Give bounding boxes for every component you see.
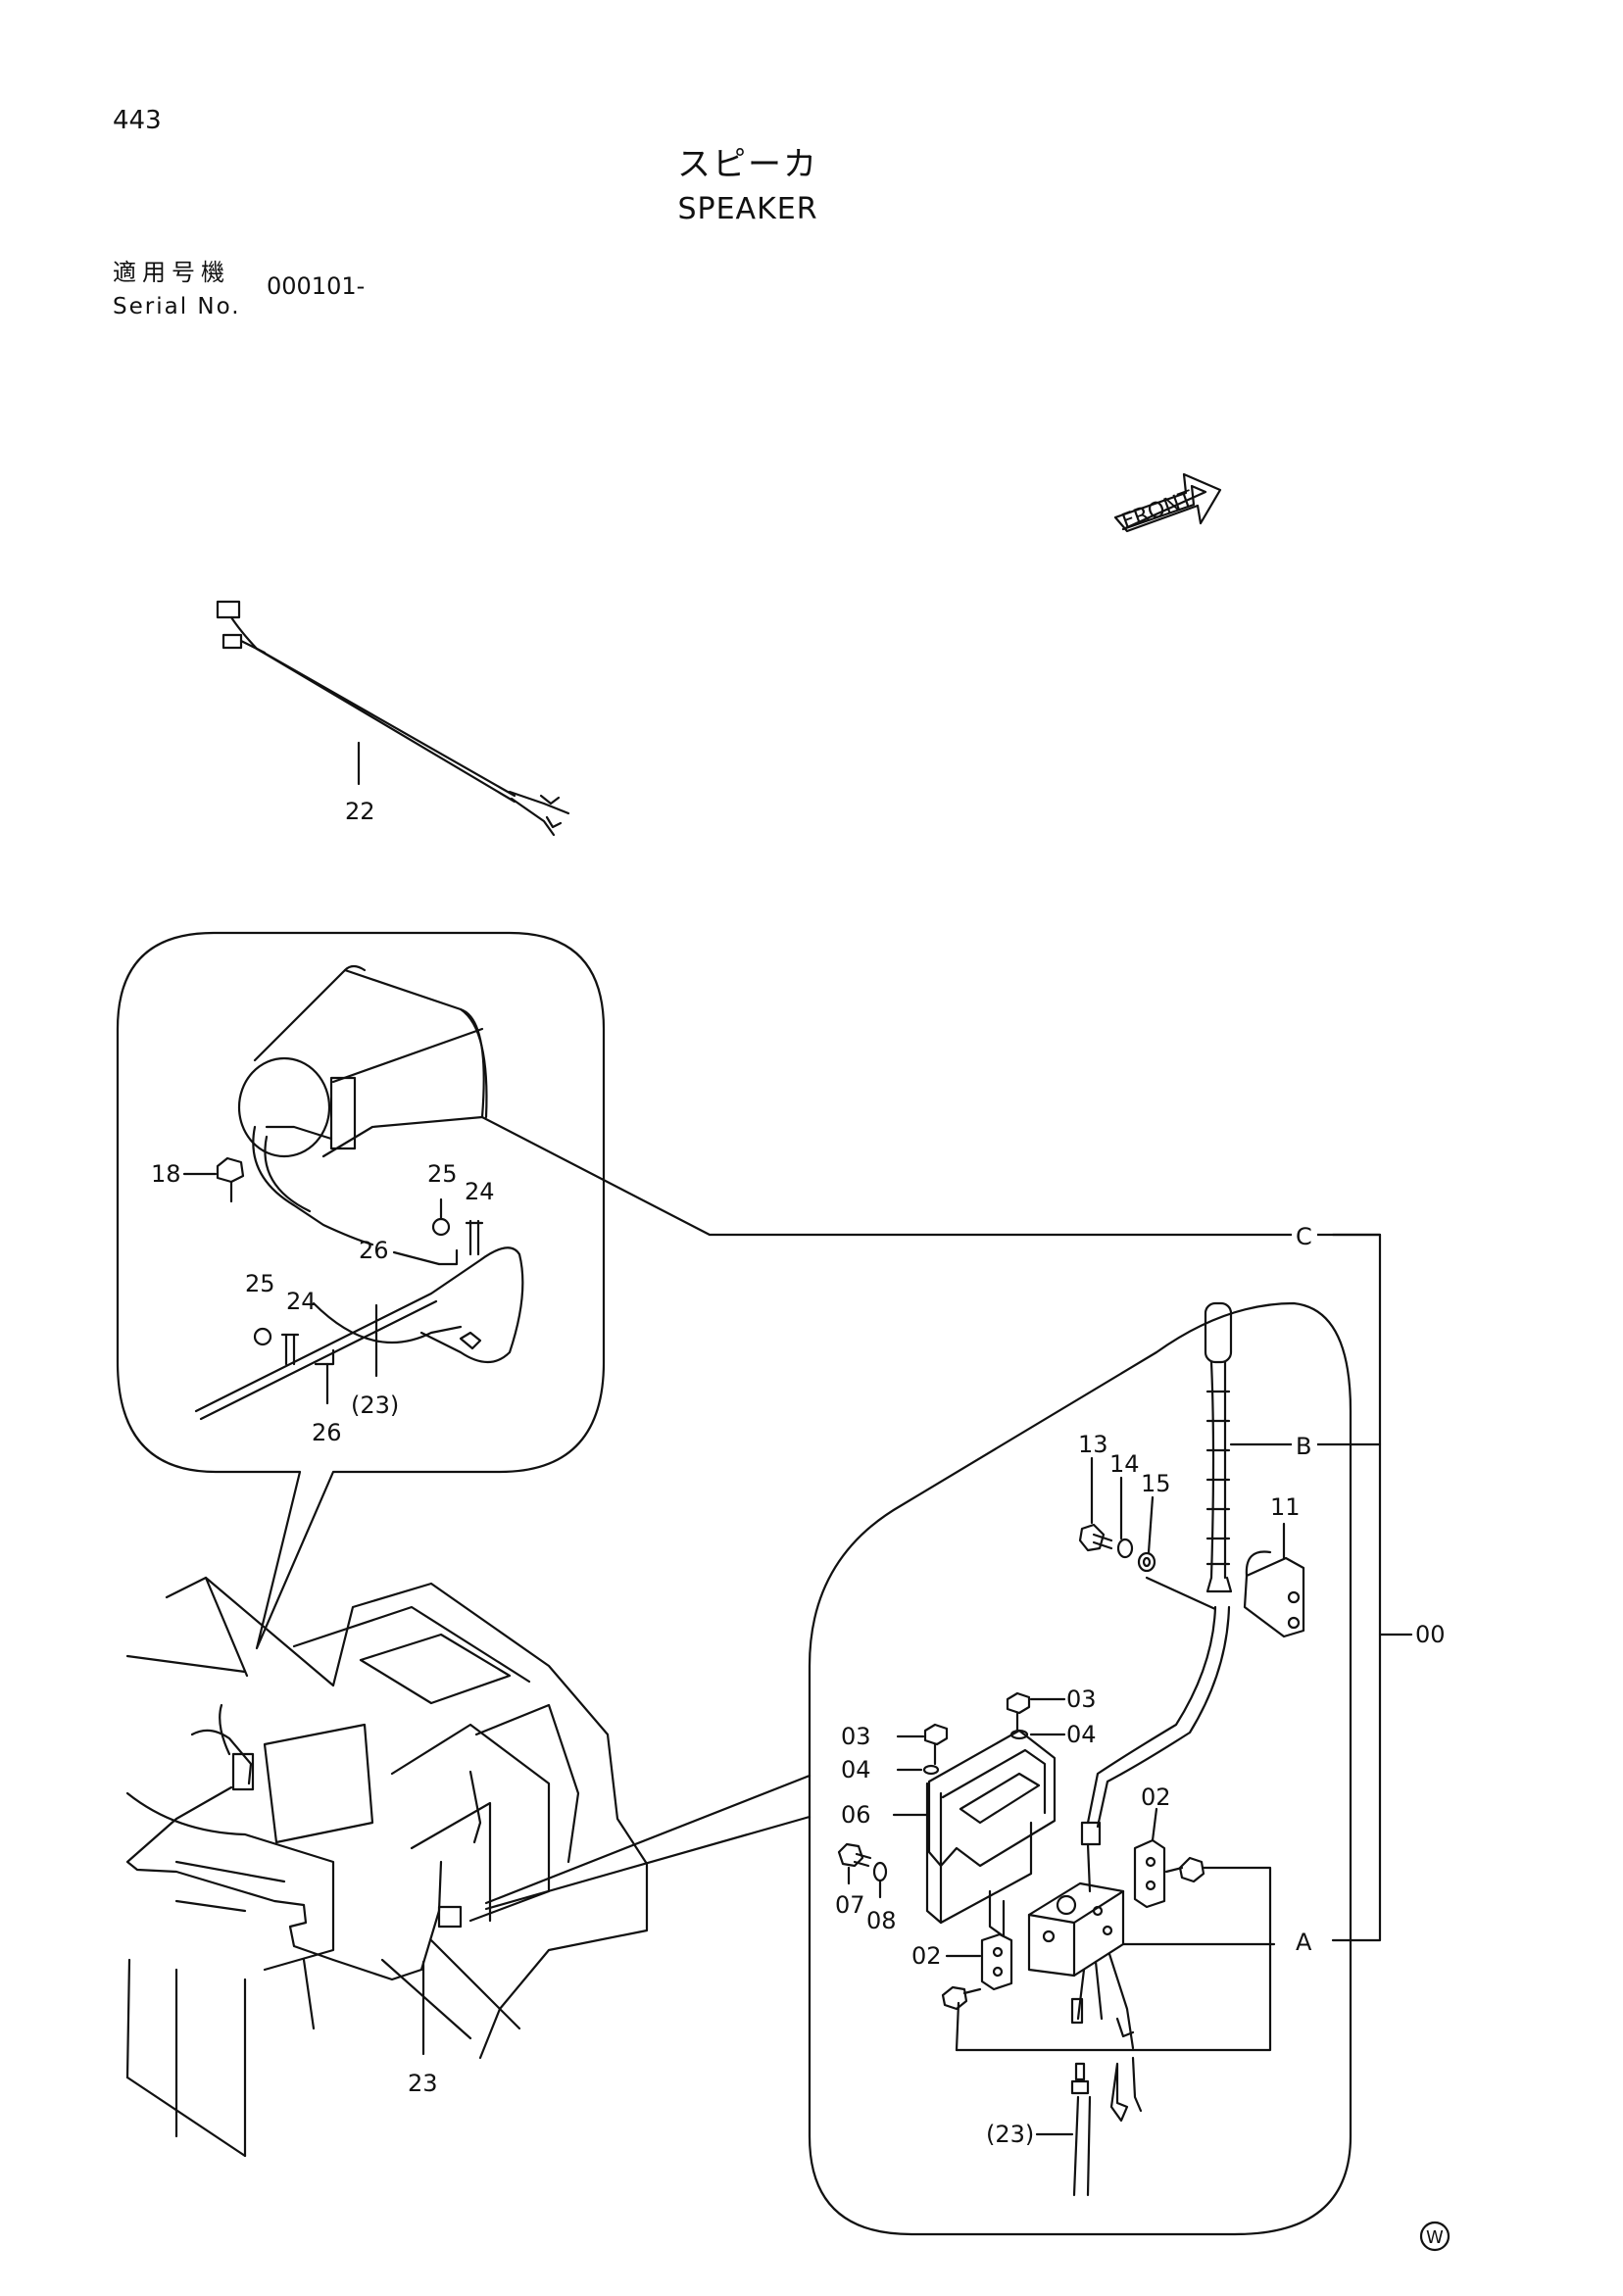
part-label-24: 24 [465, 1178, 495, 1205]
mounting-frame-06 [892, 1729, 1057, 1938]
cable-clamps-detail [194, 1197, 524, 1421]
part-label-13: 13 [1078, 1431, 1108, 1458]
part-label-11: 11 [1270, 1493, 1301, 1521]
part-label-C: C [1296, 1223, 1312, 1250]
harness-connector-23 [1035, 2056, 1143, 2197]
part-label-07: 07 [835, 1891, 865, 1919]
amplifier-box [1027, 1842, 1276, 2050]
part-label-25: 25 [427, 1160, 458, 1188]
serial-label: Serial No. [113, 294, 241, 319]
bolt-07 [837, 1842, 888, 1899]
serial-value: 000101- [267, 272, 366, 300]
part-label-26: 26 [312, 1419, 342, 1446]
wire-harness [216, 600, 570, 837]
page-number: 443 [113, 106, 162, 135]
front-arrow-icon: FRONT [1113, 472, 1222, 535]
part-label-04: 04 [1066, 1721, 1097, 1748]
part-label-03: 03 [1066, 1685, 1097, 1713]
assembly-bracket-00 [1331, 1233, 1413, 1942]
part-label-25: 25 [245, 1270, 275, 1297]
speaker-horn [237, 964, 1382, 1246]
part-label-04: 04 [841, 1756, 871, 1783]
watermark-circle-icon: W [1419, 2221, 1451, 2252]
part-label-03: 03 [841, 1723, 871, 1750]
title-japanese: スピーカ [677, 145, 818, 184]
part-label-23-ref: (23) [986, 2121, 1034, 2148]
part-label-02: 02 [1141, 1783, 1171, 1811]
front-marker-label: FRONT [1119, 486, 1198, 534]
watermark-letter: W [1426, 2227, 1444, 2248]
detail-callout-amplifier [808, 1301, 1352, 2236]
part-label-26: 26 [359, 1237, 389, 1264]
part-label-18: 18 [151, 1160, 181, 1188]
part-label-15: 15 [1141, 1470, 1171, 1497]
bolt-03 [1006, 1691, 1066, 1733]
part-label-08: 08 [866, 1907, 897, 1934]
part-label-06: 06 [841, 1801, 871, 1829]
bolt-13 [1078, 1456, 1156, 1573]
detail-callout-speaker [116, 931, 606, 1650]
part-label-22: 22 [345, 798, 375, 825]
washer-04 [1009, 1729, 1066, 1740]
cab-outline [125, 1576, 649, 2158]
serial-label-japanese: 適用号機 [113, 259, 230, 286]
part-label-00: 00 [1415, 1621, 1446, 1648]
bolt-18 [182, 1156, 245, 1203]
part-label-24: 24 [286, 1288, 317, 1315]
part-label-14: 14 [1109, 1450, 1140, 1478]
part-label-02: 02 [911, 1942, 942, 1970]
detail-callout-leader [484, 1774, 812, 1911]
part-label-A: A [1296, 1929, 1312, 1956]
page-title: SPEAKER [677, 192, 818, 226]
part-label-23-ref: (23) [351, 1392, 399, 1419]
bracket-11 [1145, 1522, 1305, 1638]
antenna-microphone [1080, 1301, 1382, 1846]
bolt-03 [896, 1723, 949, 1766]
part-label-23: 23 [408, 2070, 438, 2097]
bracket-02 [955, 1807, 1272, 2052]
part-label-B: B [1296, 1433, 1311, 1460]
washer-04 [896, 1764, 940, 1776]
bracket-02 [941, 1932, 1013, 2052]
